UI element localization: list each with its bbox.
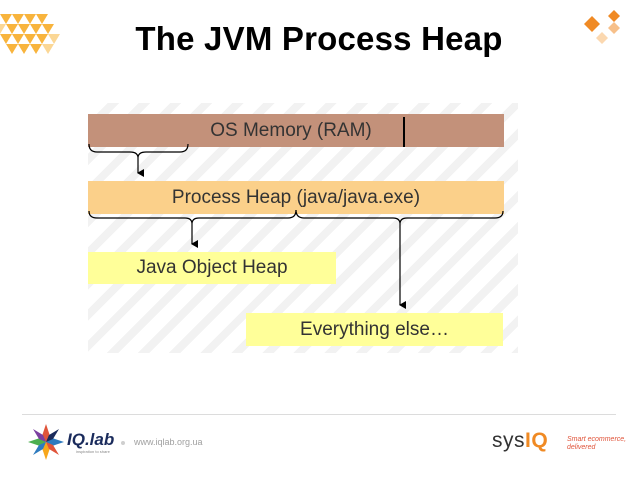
java-object-heap-box: Java Object Heap — [88, 252, 336, 284]
footer-bullet — [121, 441, 125, 445]
sysiq-logo: sysIQ — [492, 429, 548, 453]
decorative-diamonds-right — [584, 10, 620, 44]
sysiq-tagline-line1: Smart ecommerce, — [567, 436, 627, 443]
process-heap-label: Process Heap (java/java.exe) — [171, 186, 421, 208]
sysiq-tagline: Smart ecommerce, delivered — [567, 436, 626, 452]
iqlab-tagline: inspiration to share — [76, 449, 110, 454]
os-memory-label: OS Memory (RAM) — [210, 119, 372, 141]
os-memory-box: OS Memory (RAM) — [88, 114, 504, 147]
slide-title: The JVM Process Heap — [135, 20, 503, 57]
footer-url[interactable]: www.iqlab.org.ua — [134, 437, 203, 447]
process-heap-box: Process Heap (java/java.exe) — [88, 181, 504, 214]
everything-else-box: Everything else… — [246, 313, 503, 346]
sysiq-logo-iq: IQ — [525, 429, 549, 452]
os-memory-brace — [88, 143, 189, 159]
decorative-triangles-left — [0, 14, 60, 54]
process-heap-brace-right — [295, 209, 504, 225]
text-cursor — [403, 117, 405, 147]
footer-divider — [22, 414, 616, 415]
java-object-heap-label: Java Object Heap — [136, 257, 288, 278]
process-heap-brace-left — [88, 209, 297, 225]
sysiq-tagline-line2: delivered — [567, 444, 596, 451]
sysiq-logo-sys: sys — [492, 429, 525, 452]
iqlab-logo-text: IQ.lab — [67, 430, 115, 449]
iqlab-logo-icon — [28, 424, 64, 460]
everything-else-label: Everything else… — [300, 318, 449, 340]
